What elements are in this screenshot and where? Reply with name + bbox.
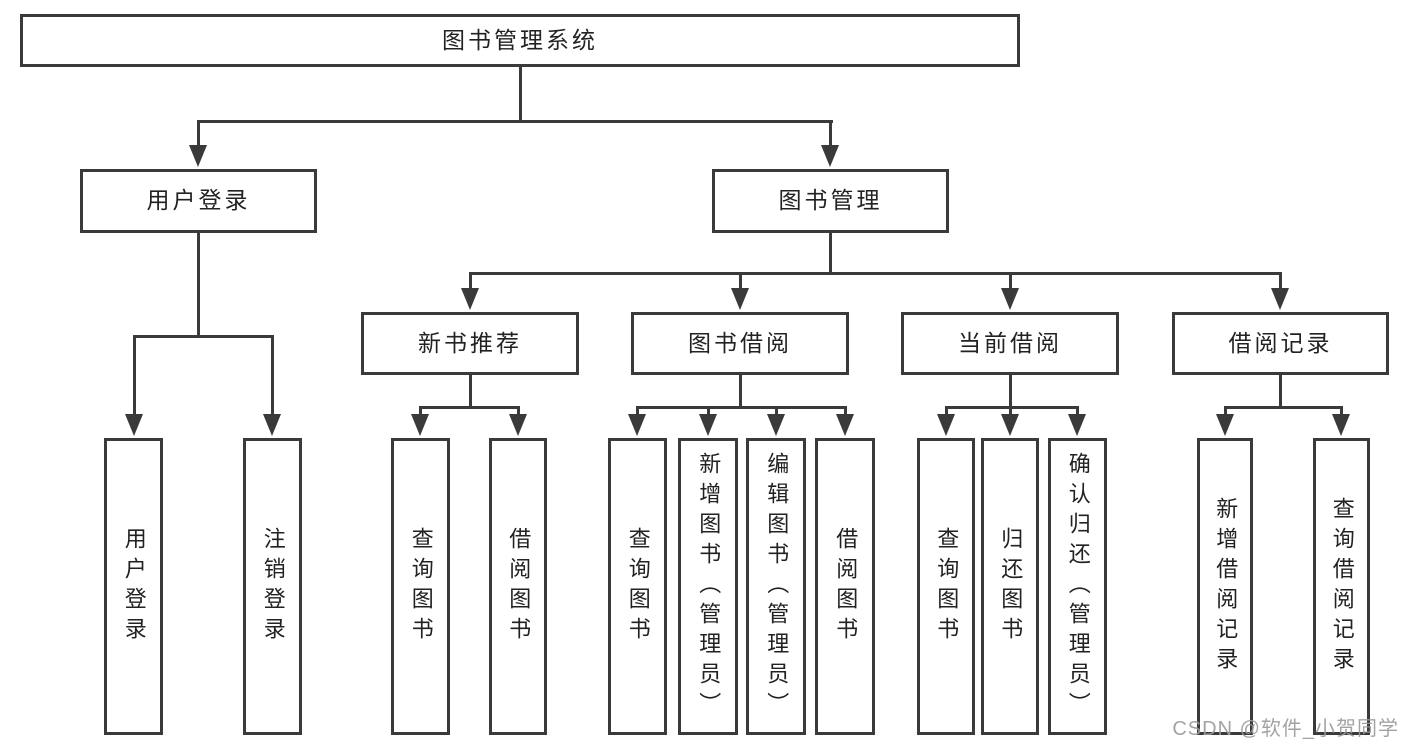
connector-vline bbox=[707, 406, 710, 416]
leaf-current-confirm-return-admin: 确认归还（管理员） bbox=[1048, 438, 1107, 735]
connector-vline bbox=[1279, 272, 1282, 290]
node-borrowing-records: 借阅记录 bbox=[1172, 312, 1389, 375]
connector-vline bbox=[829, 120, 832, 147]
arrow-down-icon bbox=[263, 414, 281, 436]
connector-vline bbox=[775, 406, 778, 416]
arrow-down-icon bbox=[1001, 288, 1019, 310]
connector-vline bbox=[517, 406, 520, 416]
arrow-down-icon bbox=[699, 414, 717, 436]
connector-vline bbox=[469, 375, 472, 409]
connector-vline bbox=[1009, 406, 1012, 416]
leaf-borrowing-query-books: 查询图书 bbox=[608, 438, 667, 735]
arrow-down-icon bbox=[821, 145, 839, 167]
node-new-book-recommend: 新书推荐 bbox=[361, 312, 579, 375]
connector-vline bbox=[197, 233, 200, 337]
leaf-records-query-record: 查询借阅记录 bbox=[1313, 438, 1370, 735]
connector-hline bbox=[1224, 406, 1343, 409]
connector-vline bbox=[844, 406, 847, 416]
leaf-recommend-borrow-books: 借阅图书 bbox=[489, 438, 547, 735]
node-user-login: 用户登录 bbox=[80, 169, 317, 233]
arrow-down-icon bbox=[1216, 414, 1234, 436]
leaf-current-return-books: 归还图书 bbox=[981, 438, 1039, 735]
connector-hline bbox=[636, 406, 846, 409]
connector-vline bbox=[133, 335, 136, 416]
arrow-down-icon bbox=[125, 414, 143, 436]
leaf-borrowing-edit-books-admin: 编辑图书（管理员） bbox=[746, 438, 806, 735]
connector-vline bbox=[419, 406, 422, 416]
node-book-management: 图书管理 bbox=[712, 169, 949, 233]
arrow-down-icon bbox=[836, 414, 854, 436]
arrow-down-icon bbox=[1271, 288, 1289, 310]
node-current-borrowing: 当前借阅 bbox=[901, 312, 1119, 375]
connector-hline bbox=[133, 335, 274, 338]
arrow-down-icon bbox=[189, 145, 207, 167]
leaf-recommend-query-books: 查询图书 bbox=[391, 438, 450, 735]
arrow-down-icon bbox=[461, 288, 479, 310]
connector-vline bbox=[519, 67, 522, 122]
arrow-down-icon bbox=[509, 414, 527, 436]
arrow-down-icon bbox=[1001, 414, 1019, 436]
connector-vline bbox=[1279, 375, 1282, 409]
connector-vline bbox=[739, 272, 742, 290]
connector-vline bbox=[739, 375, 742, 409]
arrow-down-icon bbox=[731, 288, 749, 310]
connector-hline bbox=[419, 406, 520, 409]
connector-vline bbox=[1009, 272, 1012, 290]
arrow-down-icon bbox=[1332, 414, 1350, 436]
connector-hline bbox=[945, 406, 1079, 409]
connector-vline bbox=[945, 406, 948, 416]
connector-vline bbox=[636, 406, 639, 416]
connector-hline bbox=[197, 120, 833, 123]
connector-hline bbox=[469, 272, 1282, 275]
connector-vline bbox=[1340, 406, 1343, 416]
leaf-records-add-record: 新增借阅记录 bbox=[1197, 438, 1253, 735]
leaf-user-login: 用户登录 bbox=[104, 438, 163, 735]
connector-vline bbox=[197, 120, 200, 147]
arrow-down-icon bbox=[1068, 414, 1086, 436]
arrow-down-icon bbox=[628, 414, 646, 436]
connector-vline bbox=[829, 233, 832, 274]
arrow-down-icon bbox=[937, 414, 955, 436]
connector-vline bbox=[1076, 406, 1079, 416]
arrow-down-icon bbox=[767, 414, 785, 436]
connector-vline bbox=[1224, 406, 1227, 416]
node-book-borrowing: 图书借阅 bbox=[631, 312, 849, 375]
node-root: 图书管理系统 bbox=[20, 14, 1020, 67]
watermark: CSDN @软件_小贺同学 bbox=[1172, 718, 1399, 740]
leaf-logout: 注销登录 bbox=[243, 438, 302, 735]
leaf-current-query-books: 查询图书 bbox=[917, 438, 975, 735]
connector-vline bbox=[1009, 375, 1012, 409]
arrow-down-icon bbox=[411, 414, 429, 436]
connector-vline bbox=[469, 272, 472, 290]
connector-vline bbox=[271, 335, 274, 416]
leaf-borrowing-add-books-admin: 新增图书（管理员） bbox=[678, 438, 738, 735]
leaf-borrowing-borrow-books: 借阅图书 bbox=[815, 438, 875, 735]
